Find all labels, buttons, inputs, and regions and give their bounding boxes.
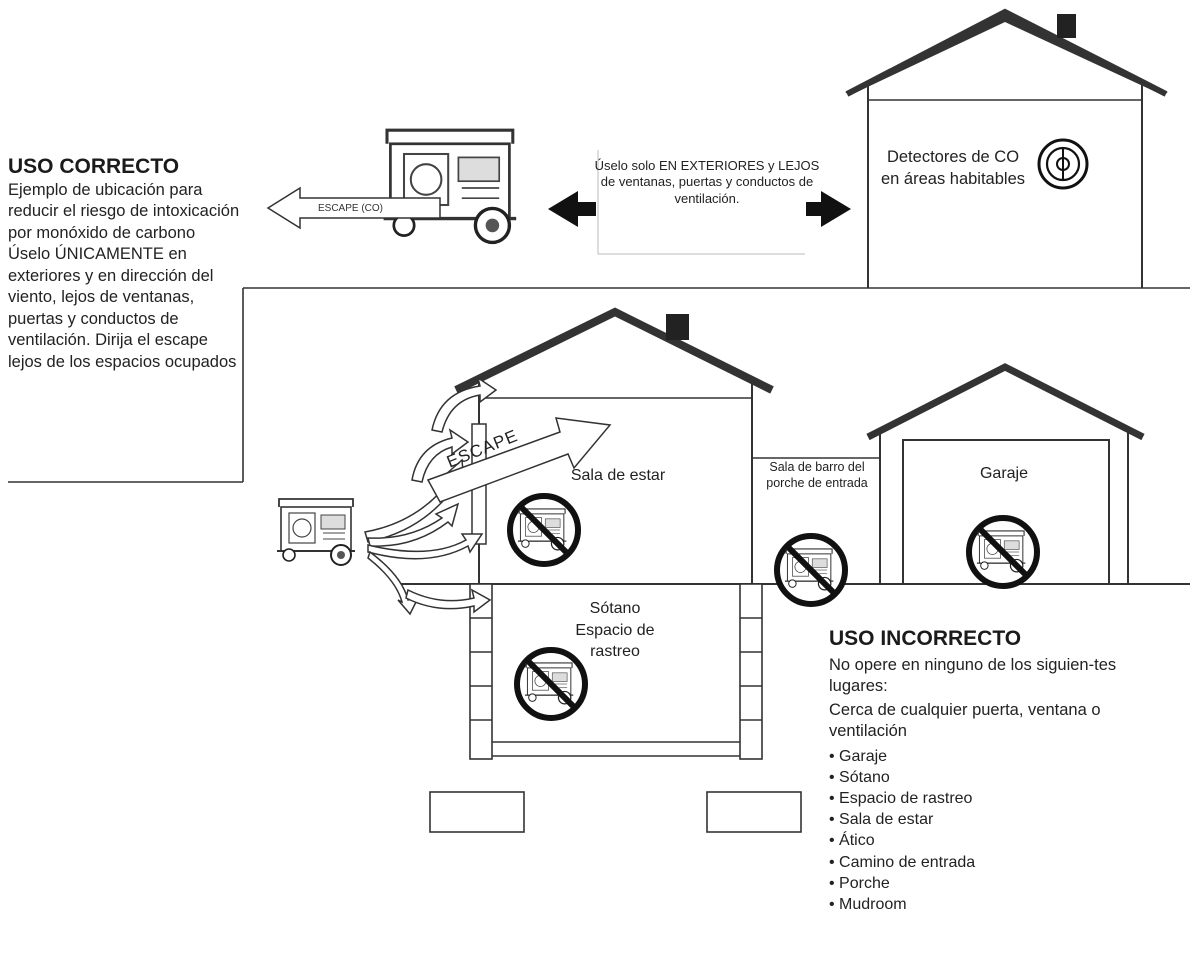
list-item: Garaje — [829, 746, 975, 767]
arrow-left-icon — [548, 191, 596, 227]
list-item: Porche — [829, 873, 975, 894]
arrow-right-icon — [806, 191, 851, 227]
basement-structure — [429, 583, 802, 833]
list-item: Ático — [829, 830, 975, 851]
prohibited-icon-mudroom — [777, 536, 845, 604]
incorrect-use-text: No opere en ninguno de los siguien-tes l… — [829, 656, 1117, 696]
room-label-living: Sala de estar — [570, 467, 666, 484]
prohibited-icon-living — [510, 496, 578, 564]
generator-icon-top — [381, 128, 518, 245]
co-detector-icon — [1037, 138, 1089, 190]
list-item: Sótano — [829, 767, 975, 788]
room-label-garage: Garaje — [979, 465, 1029, 482]
incorrect-use-text-2: Cerca de cualquier puerta, ventana o ven… — [829, 701, 1101, 741]
main-house — [454, 307, 880, 584]
correct-use-title: USO CORRECTO — [8, 155, 180, 178]
list-item: Camino de entrada — [829, 852, 975, 873]
arrow-left-icon — [266, 186, 441, 230]
list-item: Mudroom — [829, 894, 975, 915]
correct-use-text: Ejemplo de ubicación para reducir el rie… — [8, 181, 240, 371]
room-label-mudroom: Sala de barro del porche de entrada — [766, 460, 868, 490]
incorrect-list: Garaje Sótano Espacio de rastreo Sala de… — [829, 746, 975, 915]
incorrect-use-title: USO INCORRECTO — [829, 627, 1022, 650]
house-top-right — [845, 8, 1168, 288]
prohibited-icon-garage — [969, 518, 1037, 586]
generator-icon-left — [276, 498, 356, 566]
list-item: Sala de estar — [829, 809, 975, 830]
room-label-basement: Sótano Espacio de rastreo — [575, 600, 655, 661]
exhaust-label: ESCAPE (CO) — [318, 203, 384, 214]
detector-label: Detectores de CO en áreas habitables — [880, 148, 1026, 189]
exhaust-arrows — [364, 376, 612, 616]
list-item: Espacio de rastreo — [829, 788, 975, 809]
outdoor-note: Úselo solo EN EXTERIORES y LEJOS de vent… — [594, 158, 820, 206]
